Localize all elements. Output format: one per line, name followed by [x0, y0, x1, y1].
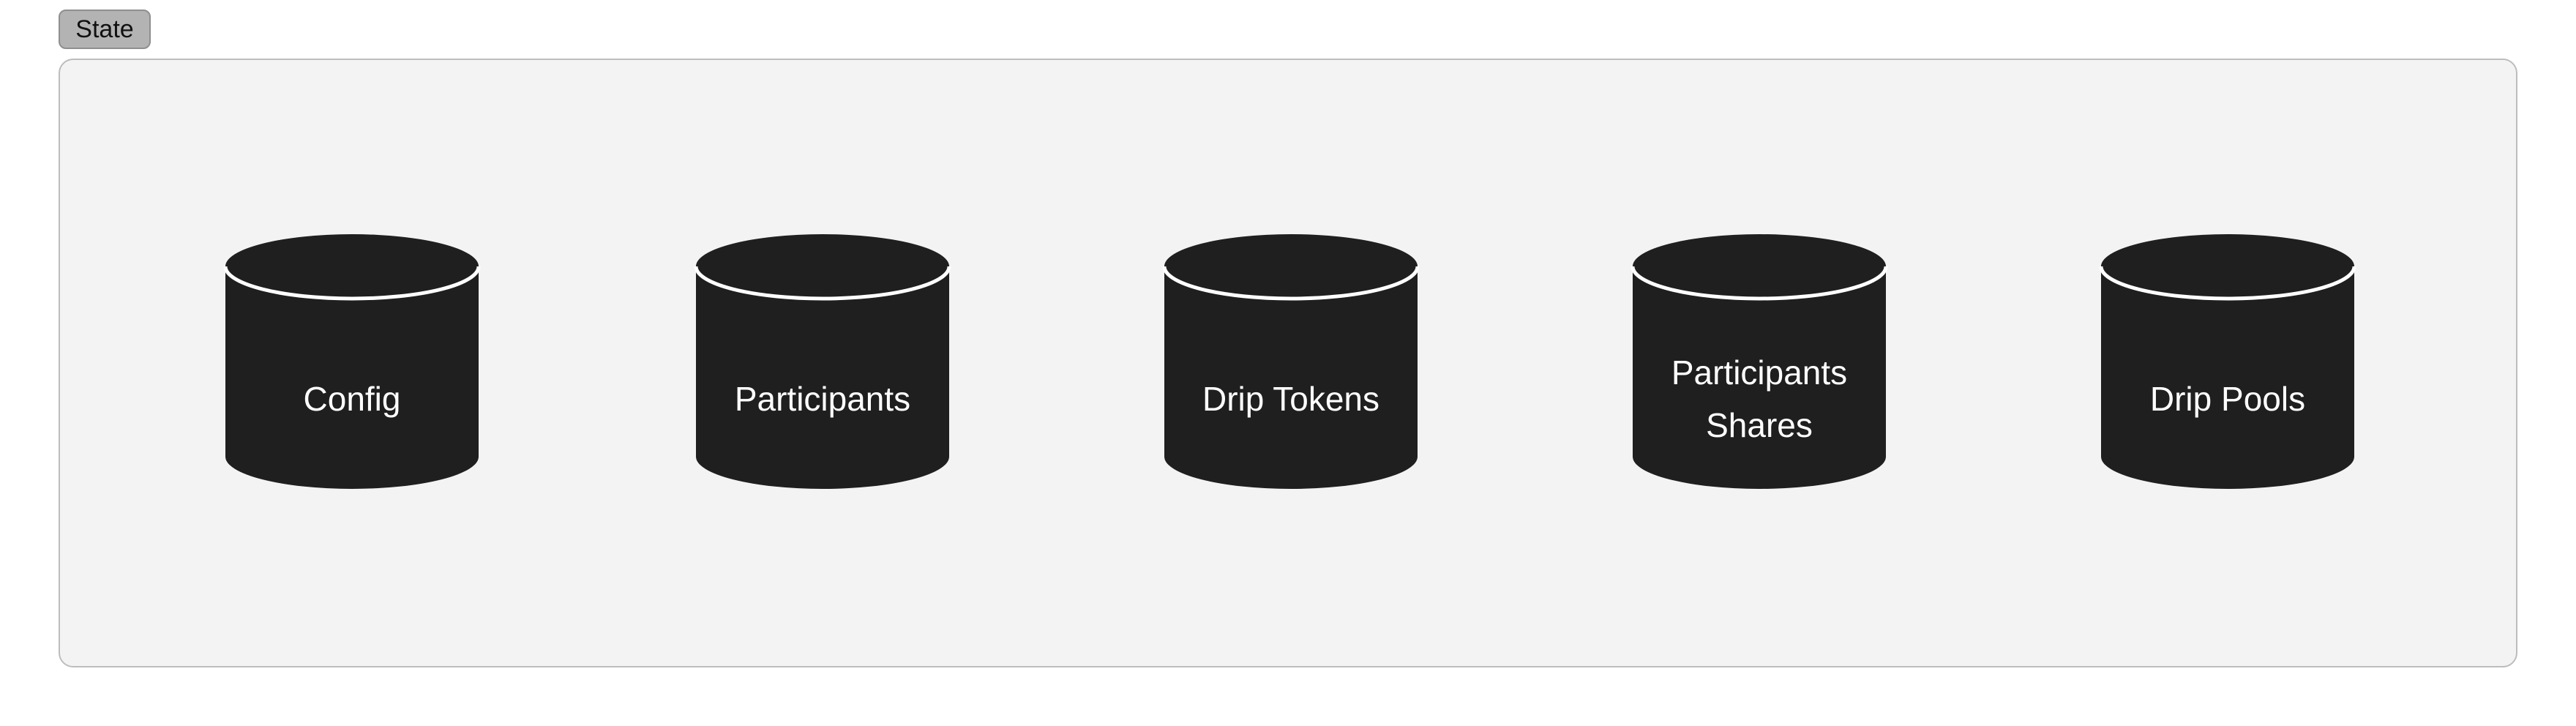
database-icon	[1630, 234, 1888, 489]
drip-tokens-datastore: Drip Tokens	[1162, 234, 1420, 492]
drip-tokens-label: Drip Tokens	[1202, 380, 1380, 418]
drip-pools-datastore: Drip Pools	[2099, 234, 2356, 492]
participants-label: Participants	[734, 380, 911, 418]
state-group-label: State	[59, 10, 151, 49]
participants-datastore: Participants	[694, 234, 951, 492]
database-icon	[1162, 234, 1420, 489]
config-label: Config	[303, 380, 401, 418]
drip-pools-label: Drip Pools	[2149, 380, 2306, 418]
config-datastore: Config	[223, 234, 481, 492]
database-icon	[2099, 234, 2356, 489]
participants-shares-datastore: Participants Shares	[1630, 234, 1888, 492]
participants-shares-label: Participants Shares	[1671, 353, 1848, 444]
database-icon	[694, 234, 951, 489]
database-icon	[223, 234, 481, 489]
